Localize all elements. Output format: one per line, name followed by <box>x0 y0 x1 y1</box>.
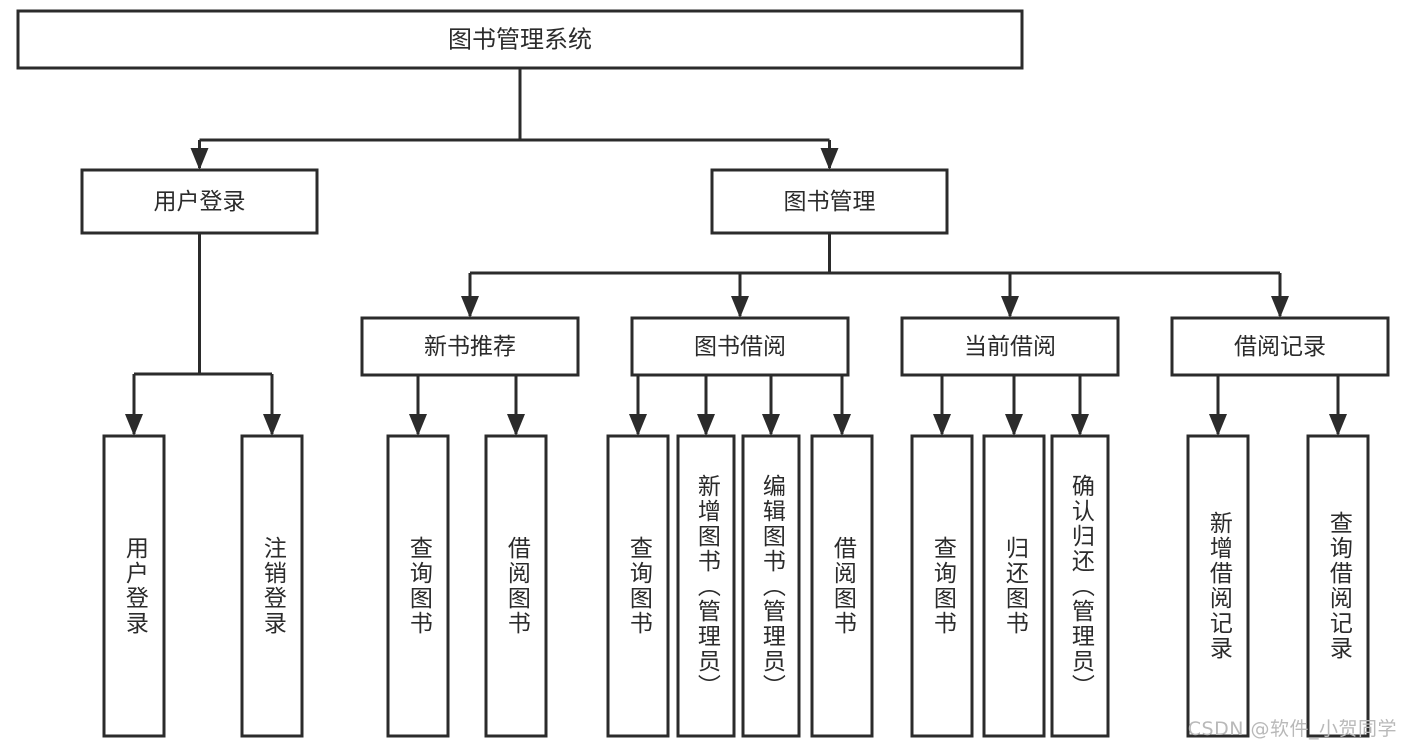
leaf-box-10-rect <box>1050 434 1110 738</box>
arrow-to-leaf-4-1 <box>1329 414 1347 436</box>
leaf-box-0-rect <box>102 434 166 738</box>
leaf-box-11-rect <box>1186 434 1250 738</box>
node-level2-0[interactable]: 用户登录 <box>80 168 319 235</box>
leaf-box-7[interactable] <box>810 434 874 738</box>
node-level3-3-rect <box>1170 316 1390 377</box>
node-level3-3[interactable]: 借阅记录 <box>1170 316 1390 377</box>
leaf-box-12[interactable] <box>1306 434 1370 738</box>
node-level3-1-rect <box>630 316 850 377</box>
node-level3-1[interactable]: 图书借阅 <box>630 316 850 377</box>
arrow-to-leaf-2-1 <box>697 414 715 436</box>
leaf-box-9-rect <box>982 434 1046 738</box>
leaf-box-8[interactable] <box>910 434 974 738</box>
leaf-box-12-rect <box>1306 434 1370 738</box>
leaf-box-2[interactable] <box>386 434 450 738</box>
arrow-l2-to-l3-1 <box>731 296 749 318</box>
arrow-l2-to-l3-0 <box>461 296 479 318</box>
arrow-to-leaf-3-2 <box>1071 414 1089 436</box>
leaf-box-9[interactable] <box>982 434 1046 738</box>
leaf-box-3[interactable] <box>484 434 548 738</box>
connector-layer <box>125 68 1347 436</box>
node-root[interactable]: 图书管理系统 <box>16 9 1024 70</box>
watermark-text: CSDN @软件_小贺同学 <box>1187 718 1397 740</box>
leaf-box-7-rect <box>810 434 874 738</box>
arrow-to-leaf-3-0 <box>933 414 951 436</box>
node-level3-2-label: 当前借阅 <box>964 334 1056 360</box>
leaf-box-6-rect <box>741 434 801 738</box>
node-level2-0-rect <box>80 168 319 235</box>
leaf-box-0[interactable] <box>102 434 166 738</box>
arrow-to-leaf-0-0 <box>125 414 143 436</box>
leaf-box-2-rect <box>386 434 450 738</box>
node-level3-2[interactable]: 当前借阅 <box>900 316 1120 377</box>
node-level3-2-rect <box>900 316 1120 377</box>
leaf-box-1-rect <box>240 434 304 738</box>
leaf-box-5-rect <box>676 434 736 738</box>
arrow-to-leaf-1-1 <box>507 414 525 436</box>
leaf-box-3-rect <box>484 434 548 738</box>
arrow-root-to-l2-1 <box>820 148 839 170</box>
leaf-box-10[interactable] <box>1050 434 1110 738</box>
node-level3-0-label: 新书推荐 <box>424 334 516 360</box>
arrow-to-leaf-4-0 <box>1209 414 1227 436</box>
arrow-to-leaf-2-2 <box>762 414 780 436</box>
node-level2-1-rect <box>710 168 949 235</box>
leaf-box-5[interactable] <box>676 434 736 738</box>
node-level3-0-rect <box>360 316 580 377</box>
arrow-root-to-l2-0 <box>190 148 209 170</box>
arrow-to-leaf-2-3 <box>833 414 851 436</box>
leaf-box-11[interactable] <box>1186 434 1250 738</box>
node-level3-3-label: 借阅记录 <box>1234 334 1326 360</box>
leaf-box-4-rect <box>606 434 670 738</box>
node-root-rect <box>16 9 1024 70</box>
node-level2-1-label: 图书管理 <box>784 189 876 215</box>
leaf-box-8-rect <box>910 434 974 738</box>
arrow-l2-to-l3-3 <box>1271 296 1289 318</box>
leaf-box-4[interactable] <box>606 434 670 738</box>
node-level3-1-label: 图书借阅 <box>694 334 786 360</box>
leaf-box-6[interactable] <box>741 434 801 738</box>
arrow-to-leaf-1-0 <box>409 414 427 436</box>
arrow-to-leaf-0-1 <box>263 414 281 436</box>
leaf-box-1[interactable] <box>240 434 304 738</box>
node-level2-1[interactable]: 图书管理 <box>710 168 949 235</box>
node-level2-0-label: 用户登录 <box>154 189 246 215</box>
arrow-l2-to-l3-2 <box>1001 296 1019 318</box>
node-level3-0[interactable]: 新书推荐 <box>360 316 580 377</box>
node-root-label: 图书管理系统 <box>448 26 592 54</box>
arrow-to-leaf-2-0 <box>629 414 647 436</box>
arrow-to-leaf-3-1 <box>1005 414 1023 436</box>
